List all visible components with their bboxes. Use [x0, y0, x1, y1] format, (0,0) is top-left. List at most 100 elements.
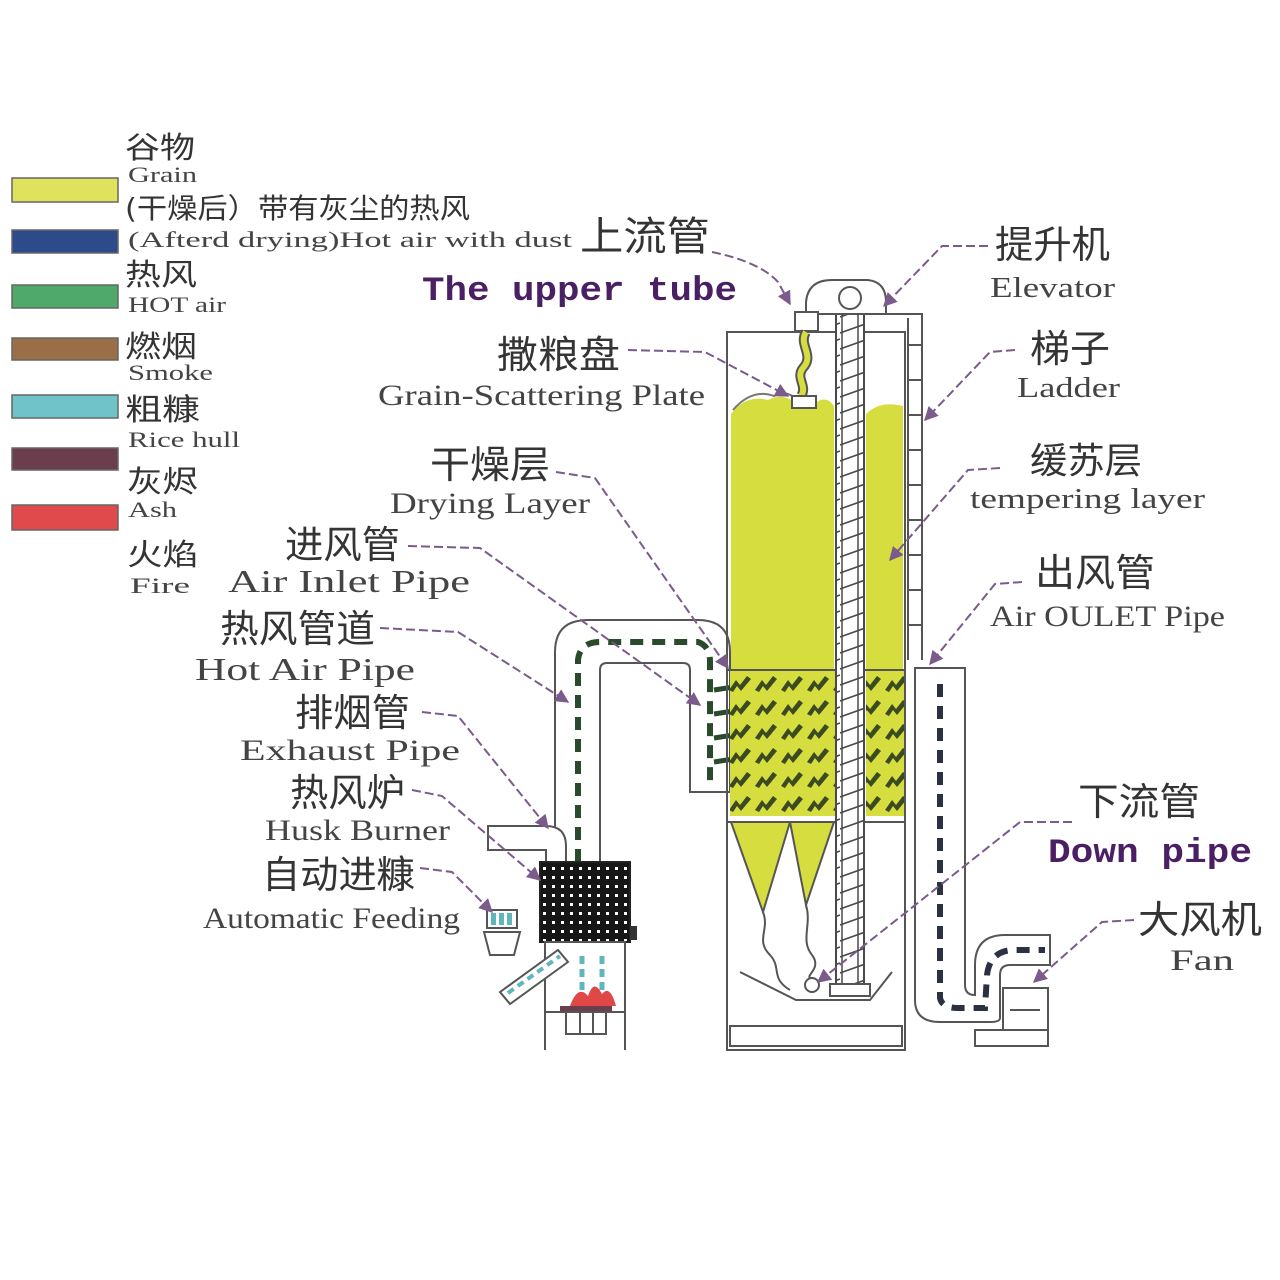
label-upper-tube-en: The upper tube — [422, 273, 737, 311]
legend-label-dusty-hot-air-zh: (干燥后）带有灰尘的热风 — [125, 192, 470, 225]
leader-hot-air-pipe — [379, 627, 570, 703]
legend-label-ash-en: Ash — [128, 497, 177, 522]
burner-side-tab — [630, 926, 637, 940]
leader-air-outlet — [929, 581, 1023, 666]
elevator-boot — [829, 983, 871, 997]
label-air-outlet-en: Air OULET Pipe — [990, 600, 1225, 633]
feeder-hull-stripe — [499, 913, 504, 925]
exhaust-flow-arrows — [937, 684, 1045, 1011]
tower-base — [729, 1025, 903, 1047]
fan-base — [974, 1029, 1049, 1047]
legend-label-smoke-zh: 燃烟 — [125, 330, 197, 365]
husk-burner — [487, 825, 637, 1050]
label-drying-layer-zh: 干燥层 — [430, 443, 550, 487]
legend-item-dusty-hot-air: (干燥后）带有灰尘的热风 (Afterd drying)Hot air with… — [11, 192, 572, 254]
legend-label-smoke-en: Smoke — [128, 360, 213, 385]
label-hot-air-pipe-en: Hot Air Pipe — [195, 651, 415, 687]
air-outlet-duct — [914, 667, 1051, 1023]
ladder-outer-rail — [886, 313, 923, 660]
legend-label-grain-zh: 谷物 — [125, 131, 195, 166]
hot-air-pipe-body — [554, 619, 731, 873]
legend: 谷物 Grain (干燥后）带有灰尘的热风 (Afterd drying)Hot… — [11, 131, 572, 598]
legend-label-rice-hull-zh: 粗糠 — [125, 393, 200, 428]
legend-item-grain: 谷物 Grain — [11, 131, 197, 203]
elevator-column — [835, 299, 865, 993]
leader-upper-tube — [711, 251, 791, 306]
label-husk-burner-en: Husk Burner — [265, 814, 450, 847]
label-air-inlet-zh: 进风管 — [285, 523, 400, 567]
hopper-cone-2 — [788, 821, 836, 909]
label-auto-feeding-en: Automatic Feeding — [203, 902, 460, 935]
grain-stream — [797, 330, 811, 398]
legend-label-fire-zh: 火焰 — [127, 538, 198, 573]
fire-flame — [570, 986, 616, 1006]
grain-right-bin — [866, 404, 903, 670]
leader-tempering-layer — [889, 467, 1001, 562]
label-scatter-plate-en: Grain-Scattering Plate — [378, 379, 705, 412]
ladder-rungs — [908, 344, 922, 626]
label-hot-air-pipe-zh: 热风管道 — [220, 607, 375, 651]
legend-swatch-fire — [11, 504, 119, 531]
label-husk-burner-zh: 热风炉 — [290, 771, 405, 815]
dryer-tower — [726, 331, 906, 1051]
legend-label-rice-hull-en: Rice hull — [128, 427, 240, 452]
label-fan-zh: 大风机 — [1138, 898, 1262, 942]
drying-layer-left — [730, 670, 835, 816]
hopper-cone-1 — [729, 821, 792, 916]
leader-lines — [379, 245, 1135, 983]
air-outlet-pipe — [914, 667, 1051, 1023]
label-elevator-en: Elevator — [990, 273, 1116, 304]
legend-swatch-ash — [11, 447, 119, 471]
legend-item-fire: 火焰 Fire — [11, 504, 198, 598]
elevator-head-pulley — [838, 286, 862, 310]
label-down-pipe-zh: 下流管 — [1078, 780, 1200, 824]
legend-label-hot-air-en: HOT air — [128, 292, 227, 317]
label-elevator-zh: 提升机 — [995, 223, 1110, 267]
legend-label-ash-zh: 灰烬 — [127, 465, 198, 500]
leader-elevator — [883, 245, 988, 308]
down-pipe-pulley — [804, 977, 820, 993]
leader-exhaust-pipe — [421, 711, 549, 830]
hot-air-flow-arrows — [575, 639, 713, 862]
legend-item-smoke: 燃烟 Smoke — [11, 330, 213, 385]
part-labels: 上流管 The upper tube 提升机 Elevator 撒粮盘 Grai… — [195, 214, 1262, 977]
falling-grain-line-1 — [762, 911, 791, 991]
ash-layer — [560, 1006, 612, 1011]
drying-layer-right — [866, 670, 904, 816]
legend-swatch-hot-air — [11, 284, 119, 309]
label-ladder-en: Ladder — [1017, 373, 1121, 404]
legend-item-hot-air: 热风 HOT air — [11, 258, 227, 317]
legend-swatch-rice-hull — [11, 394, 119, 419]
falling-grain-line-2 — [805, 904, 817, 979]
leader-down-pipe — [816, 821, 1072, 983]
upper-tube — [791, 311, 819, 409]
label-exhaust-pipe-en: Exhaust Pipe — [240, 734, 460, 767]
label-air-inlet-en: Air Inlet Pipe — [228, 563, 470, 599]
label-scatter-plate-zh: 撒粮盘 — [497, 333, 620, 377]
exhaust-pipe — [487, 825, 567, 865]
feeder-hopper — [482, 931, 522, 956]
burner-grate — [565, 1011, 607, 1035]
feeder-hull-flow — [506, 954, 562, 995]
grain-scattering-plate — [791, 395, 817, 409]
feeder-hull-stripe — [491, 913, 496, 925]
label-exhaust-pipe-zh: 排烟管 — [295, 691, 410, 735]
label-air-outlet-zh: 出风管 — [1035, 551, 1155, 595]
leader-air-inlet — [407, 545, 702, 706]
burner-body — [539, 861, 631, 943]
leader-husk-burner — [411, 789, 542, 881]
label-tempering-layer-zh: 缓苏层 — [1030, 441, 1142, 482]
legend-swatch-smoke — [11, 337, 119, 361]
label-auto-feeding-zh: 自动进糠 — [262, 853, 415, 897]
leader-ladder — [924, 349, 1016, 422]
grain-left-bin — [731, 396, 834, 670]
hot-air-pipe — [554, 619, 741, 873]
legend-item-ash: 灰烬 Ash — [11, 447, 198, 522]
elevator — [804, 279, 887, 997]
automatic-feeder — [482, 909, 570, 1006]
leader-drying-layer — [555, 471, 729, 670]
upper-tube-outlet — [794, 311, 819, 332]
legend-swatch-grain — [11, 177, 119, 203]
label-tempering-layer-en: tempering layer — [970, 484, 1206, 515]
